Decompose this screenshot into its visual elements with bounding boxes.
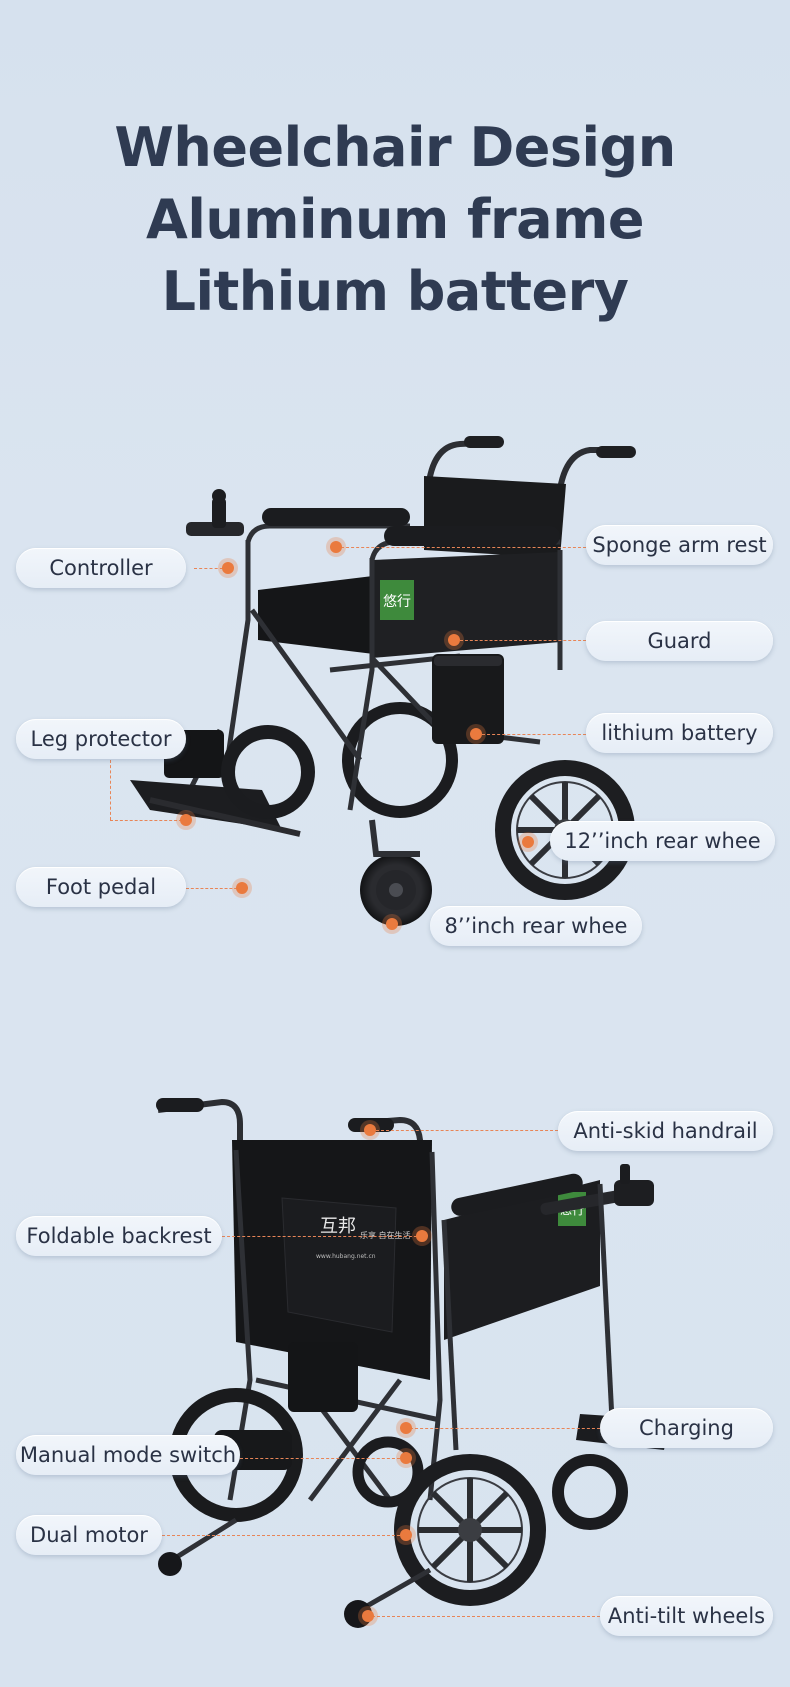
wheelchair-rear-view-illustration: 互邦 乐享 自在生活 www.hubang.net.cn 悠行	[156, 1098, 670, 1628]
headline-line-2: Aluminum frame	[146, 188, 644, 251]
brand-badge-front: 悠行	[383, 594, 411, 610]
callout-guard: Guard	[586, 621, 773, 661]
lithium-battery-pack	[432, 654, 504, 744]
dot-anti-tilt-wheels	[362, 1610, 374, 1622]
foldable-backrest: 互邦 乐享 自在生活 www.hubang.net.cn	[232, 1140, 432, 1380]
dot-foot-pedal	[236, 882, 248, 894]
backrest-logo: 互邦	[320, 1216, 356, 1237]
callout-8in-rear-wheel: 8’’inch rear whee	[430, 906, 642, 946]
dot-8in-wheel	[386, 918, 398, 930]
dot-controller	[222, 562, 234, 574]
headline: Wheelchair Design Aluminum frame Lithium…	[0, 112, 790, 328]
leader-manual-mode-switch	[240, 1458, 400, 1459]
callout-charging: Charging	[600, 1408, 773, 1448]
callout-12in-rear-wheel: 12’’inch rear whee	[550, 821, 775, 861]
backrest-slogan: 乐享 自在生活	[360, 1230, 411, 1240]
callout-leg-protector: Leg protector	[16, 719, 186, 759]
anti-tilt-wheels	[158, 1517, 432, 1628]
leader-anti-tilt-wheels	[372, 1616, 600, 1617]
dot-anti-skid-handrail	[364, 1124, 376, 1136]
leader-dual-motor	[162, 1535, 400, 1536]
headline-line-3: Lithium battery	[161, 260, 629, 323]
callout-controller: Controller	[16, 548, 186, 588]
headline-line-1: Wheelchair Design	[114, 116, 676, 179]
dot-12in-wheel	[522, 836, 534, 848]
leader-anti-skid-handrail	[376, 1130, 558, 1131]
dot-leg-protector	[180, 814, 192, 826]
leader-leg-protector-h	[110, 820, 182, 821]
leader-lithium-battery	[482, 734, 586, 735]
callout-sponge-arm-rest: Sponge arm rest	[586, 525, 773, 565]
leader-foot-pedal	[186, 888, 242, 889]
dot-foldable-backrest	[416, 1230, 428, 1242]
callout-manual-mode-switch: Manual mode switch	[16, 1435, 240, 1475]
backrest-url: www.hubang.net.cn	[316, 1253, 376, 1260]
callout-anti-skid-handrail: Anti-skid handrail	[558, 1111, 773, 1151]
rear-wheel-right	[394, 1454, 546, 1606]
leader-leg-protector-v	[110, 760, 111, 820]
callout-lithium-battery: lithium battery	[586, 713, 773, 753]
leader-foldable-backrest	[222, 1236, 422, 1237]
leader-sponge-arm-rest	[341, 547, 586, 548]
callout-dual-motor: Dual motor	[16, 1515, 162, 1555]
dot-guard	[448, 634, 460, 646]
leader-guard	[460, 640, 586, 641]
wheelchair-front-view-illustration: 悠行	[130, 436, 636, 926]
joystick-controller	[186, 489, 244, 536]
callout-foldable-backrest: Foldable backrest	[16, 1216, 222, 1256]
rear-left-wheel	[342, 702, 458, 818]
dot-dual-motor	[400, 1529, 412, 1541]
leader-controller	[194, 568, 228, 569]
dot-lithium-battery	[470, 728, 482, 740]
leader-charging	[410, 1428, 600, 1429]
callout-anti-tilt-wheels: Anti-tilt wheels	[600, 1596, 773, 1636]
dot-charging	[400, 1422, 412, 1434]
dot-sponge-arm-rest	[330, 541, 342, 553]
callout-foot-pedal: Foot pedal	[16, 867, 186, 907]
dot-manual-mode-switch	[400, 1452, 412, 1464]
front-caster-8in	[360, 819, 432, 926]
